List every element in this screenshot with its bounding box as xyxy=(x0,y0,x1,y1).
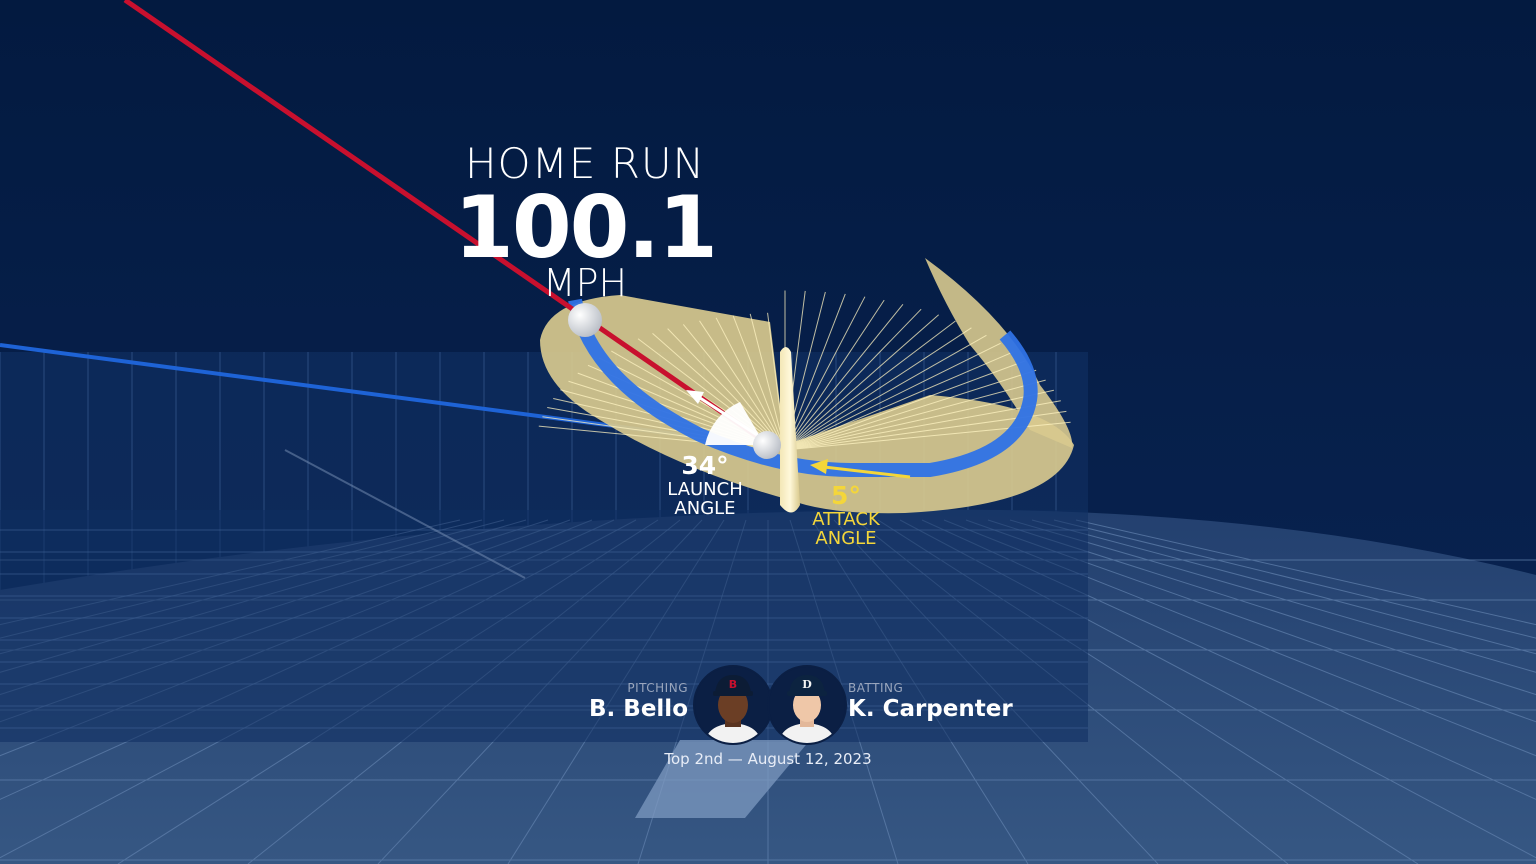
bat-swing-surface xyxy=(538,258,1074,514)
batter-name: K. Carpenter xyxy=(848,696,1013,722)
backstop-front xyxy=(0,510,1088,742)
bat xyxy=(780,347,800,513)
guide-line xyxy=(284,449,526,579)
pitched-ball xyxy=(568,303,602,337)
ball-contact-point xyxy=(753,431,781,459)
pitch-trajectory-line xyxy=(123,0,767,445)
play-headline: HOME RUN 100.1 MPH xyxy=(440,139,730,305)
launch-angle-line2: ANGLE xyxy=(674,498,736,519)
batter-info: BATTING K. Carpenter xyxy=(848,681,1013,722)
home-plate-shadow xyxy=(635,740,810,818)
player-headshot-icon: D xyxy=(769,667,845,743)
batter-role: BATTING xyxy=(848,681,904,695)
launch-angle-label: 34° LAUNCH ANGLE xyxy=(650,451,760,519)
batter-avatar: D xyxy=(767,665,847,745)
launch-direction-arrow xyxy=(686,390,766,442)
attack-angle-value: 5° xyxy=(831,481,861,510)
attack-angle-label: 5° ATTACK ANGLE xyxy=(796,481,896,549)
attack-angle-line1: ATTACK xyxy=(812,509,880,530)
svg-text:D: D xyxy=(802,678,812,691)
svg-text:B: B xyxy=(729,678,737,691)
play-result: HOME RUN xyxy=(464,139,706,188)
velocity-unit: MPH xyxy=(542,261,628,305)
exit-velocity: 100.1 xyxy=(453,178,718,278)
launch-angle-line1: LAUNCH xyxy=(667,479,743,500)
matchup-card: PITCHING B. Bello B D xyxy=(560,665,1020,745)
player-headshot-icon: B xyxy=(695,667,771,743)
pitcher-avatar: B xyxy=(693,665,773,745)
launch-angle-wedge xyxy=(705,402,765,445)
pitcher-info: PITCHING B. Bello xyxy=(589,681,688,722)
attack-angle-arrow xyxy=(810,459,911,479)
pitcher-role: PITCHING xyxy=(627,681,688,695)
launch-angle-value: 34° xyxy=(681,451,729,480)
attack-angle-line2: ANGLE xyxy=(815,528,877,549)
game-info: Top 2nd — August 12, 2023 xyxy=(664,750,872,768)
pitcher-name: B. Bello xyxy=(589,696,688,722)
